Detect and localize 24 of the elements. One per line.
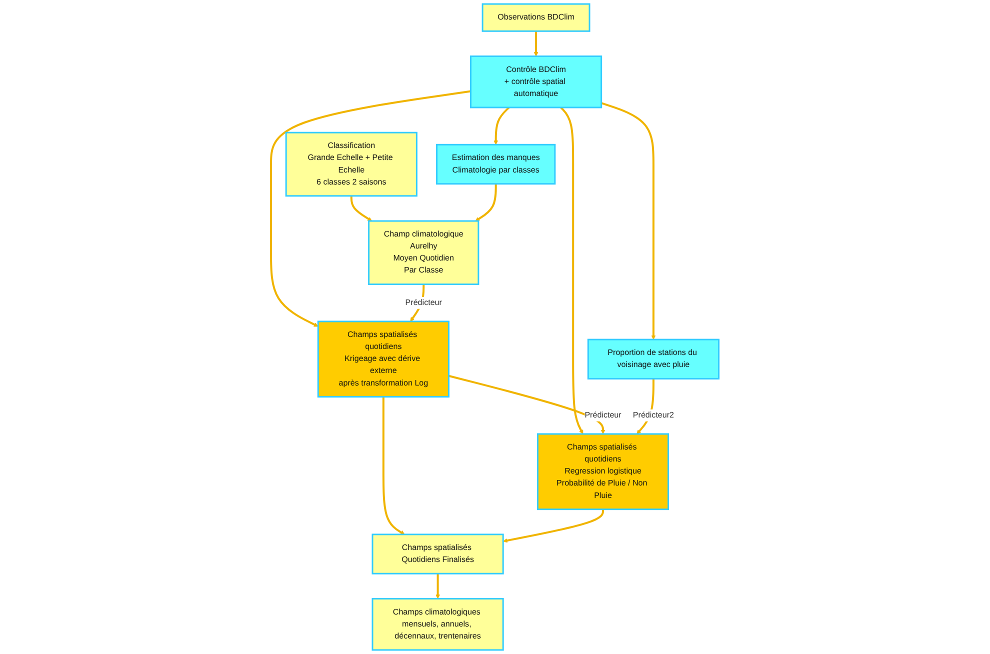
node-box: Champ climatologique Aurelhy Moyen Quotidien Par Classe (368, 220, 480, 286)
arrow (382, 396, 405, 535)
arrow (270, 90, 471, 327)
arrow (475, 184, 497, 222)
node-box: Champs spatialisés quotidiens Regression logistique Probabilité de Pluie / Non Pluie (537, 433, 670, 510)
node-box: Champs spatialisés quotidiens Krigeage avec dérive externe après transformation Log (318, 320, 450, 398)
arrow (350, 196, 372, 222)
arrow (503, 509, 604, 543)
edge-label: Prédicteur (405, 298, 442, 307)
arrow (601, 102, 656, 340)
arrow (448, 374, 606, 434)
node-box: Observations BDClim (482, 3, 590, 32)
edge-label: Prédicteur (584, 410, 622, 420)
node-box: Estimation des manques Climatologie par classes (436, 144, 556, 185)
arrow (534, 31, 538, 56)
edge-label: Prédicteur2 (633, 410, 674, 420)
node-box: Classification Grande Echelle + Petite Echelle 6 classes 2 saisons (285, 132, 418, 197)
node-box: Proportion de stations du voisinage avec pluie (588, 338, 720, 380)
node-box: Champs spatialisés Quotidiens Finalisés (372, 534, 504, 574)
arrow (560, 106, 584, 434)
arrow (436, 574, 440, 599)
node-box: Champs climatologiques mensuels, annuels, décennaux, trentenaires (372, 598, 504, 651)
node-box: Contrôle BDClim + contrôle spatial automatique (470, 56, 602, 108)
arrow (494, 106, 510, 145)
